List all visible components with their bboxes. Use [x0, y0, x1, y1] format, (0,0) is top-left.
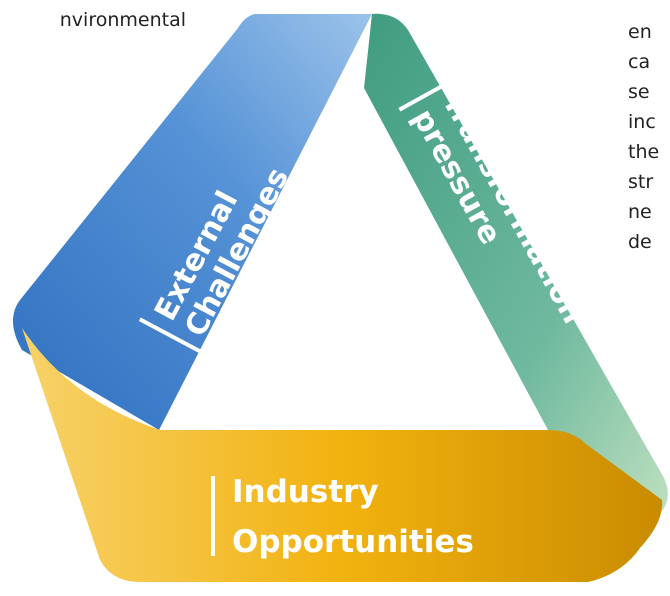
- right-paragraph-fragment: en ca se inc the str ne de: [628, 18, 670, 338]
- right-text-line: ne: [628, 201, 652, 223]
- external-challenges-ribbon: [12, 14, 372, 430]
- industry-opportunities-label: Industry Opportunities: [211, 474, 474, 560]
- industry-opportunities-ribbon: [22, 328, 663, 582]
- right-text-line: ca: [628, 51, 651, 73]
- label-divider: [398, 73, 464, 112]
- transformation-pressure-ribbon: [364, 13, 668, 549]
- right-text-line: str: [628, 171, 654, 193]
- right-text-line: se: [628, 81, 650, 103]
- industry-label-line2: Opportunities: [232, 524, 474, 560]
- inner-triangle: [160, 88, 548, 430]
- industry-label-line1: Industry: [232, 474, 379, 510]
- right-text-line: de: [628, 231, 652, 253]
- label-divider: [211, 476, 215, 556]
- right-text-line: inc: [628, 111, 656, 133]
- left-text-line: nvironmental: [59, 9, 186, 31]
- right-text-line: the: [628, 141, 660, 163]
- label-divider: [138, 317, 205, 355]
- right-text-line: en: [628, 21, 652, 43]
